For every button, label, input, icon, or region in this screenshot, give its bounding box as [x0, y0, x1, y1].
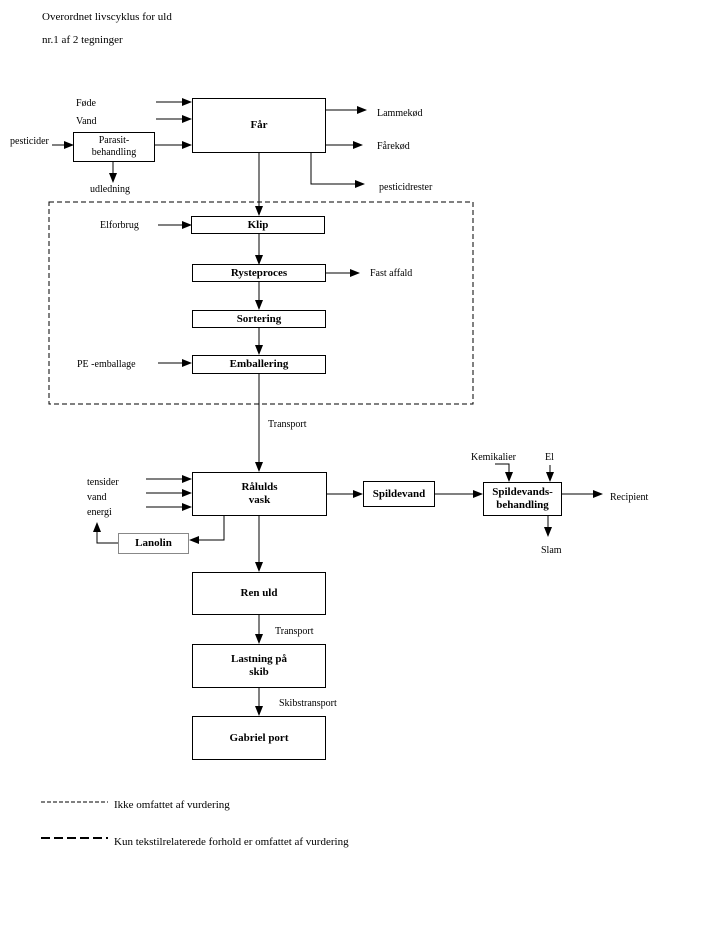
box-spildevandsbehandling: Spildevands- behandling [483, 482, 562, 516]
label-fast-affald: Fast affald [370, 268, 413, 279]
box-lastning-paa-skib: Lastning på skib [192, 644, 326, 688]
label-udledning: udledning [90, 184, 130, 195]
label-vand-2: vand [87, 492, 107, 503]
label-skibstransport: Skibstransport [279, 698, 337, 709]
diagram-title: Overordnet livscyklus for uld [42, 11, 172, 23]
box-spildevandsbeh-label-2: behandling [496, 499, 549, 511]
box-sortering: Sortering [192, 310, 326, 328]
label-elforbrug: Elforbrug [100, 220, 139, 231]
box-ren-uld-label: Ren uld [240, 587, 278, 599]
box-klip-label: Klip [247, 218, 269, 231]
box-spildevand-label: Spildevand [372, 487, 426, 500]
diagram-subtitle: nr.1 af 2 tegninger [42, 34, 123, 46]
label-recipient: Recipient [610, 492, 649, 503]
box-lastning-label-1: Lastning på [231, 653, 287, 665]
box-lanolin: Lanolin [118, 533, 189, 554]
box-rysteproces: Rysteproces [192, 264, 326, 282]
box-klip: Klip [191, 216, 325, 234]
box-raaulds-label-1: Rålulds [241, 481, 278, 493]
label-vand: Vand [76, 116, 97, 127]
label-slam: Slam [541, 545, 562, 556]
box-ren-uld: Ren uld [192, 572, 326, 615]
label-lammekoed: Lammekød [377, 108, 423, 119]
box-lanolin-label: Lanolin [135, 537, 172, 549]
arrow-pesticidrester [310, 153, 365, 188]
box-parasit-label-2: behandling [91, 147, 137, 158]
label-pe-emballage: PE -emballage [77, 359, 136, 370]
box-gabriel-label: Gabriel port [229, 731, 289, 744]
box-lastning-label-2: skib [249, 666, 269, 678]
box-gabriel-port: Gabriel port [192, 716, 326, 760]
label-pesticidrester: pesticidrester [379, 182, 433, 193]
label-kemikalier: Kemikalier [471, 452, 516, 463]
box-faar-label: Får [250, 119, 268, 131]
label-tensider: tensider [87, 477, 119, 488]
box-emballering: Emballering [192, 355, 326, 374]
label-faarekoed: Fårekød [377, 141, 410, 152]
box-raaulds-label-2: vask [248, 494, 271, 506]
box-rysteproces-label: Rysteproces [230, 266, 288, 279]
box-faar: Får [192, 98, 326, 153]
legend-dashed-text: Kun tekstilrelaterede forhold er omfatte… [114, 836, 349, 848]
label-transport-1: Transport [268, 419, 307, 430]
label-energi: energi [87, 507, 112, 518]
box-spildevand: Spildevand [363, 481, 435, 507]
box-spildevandsbeh-label-1: Spildevands- [492, 486, 553, 498]
box-sortering-label: Sortering [236, 312, 282, 325]
box-emballering-label: Emballering [229, 358, 289, 370]
arrow-lanolin-out [93, 522, 118, 544]
label-foede: Føde [76, 98, 96, 109]
box-parasit-label-1: Parasit- [98, 135, 130, 146]
boundary-dashed [48, 201, 474, 405]
label-pesticider: pesticider [10, 136, 49, 147]
arrow-wash-lanolin [189, 516, 225, 544]
arrow-kemikalier [495, 463, 513, 482]
legend-dotted-text: Ikke omfattet af vurdering [114, 799, 230, 811]
label-el: El [545, 452, 554, 463]
box-raaulds-vask: Rålulds vask [192, 472, 327, 516]
label-transport-2: Transport [275, 626, 314, 637]
box-parasitbehandling: Parasit- behandling [73, 132, 155, 162]
